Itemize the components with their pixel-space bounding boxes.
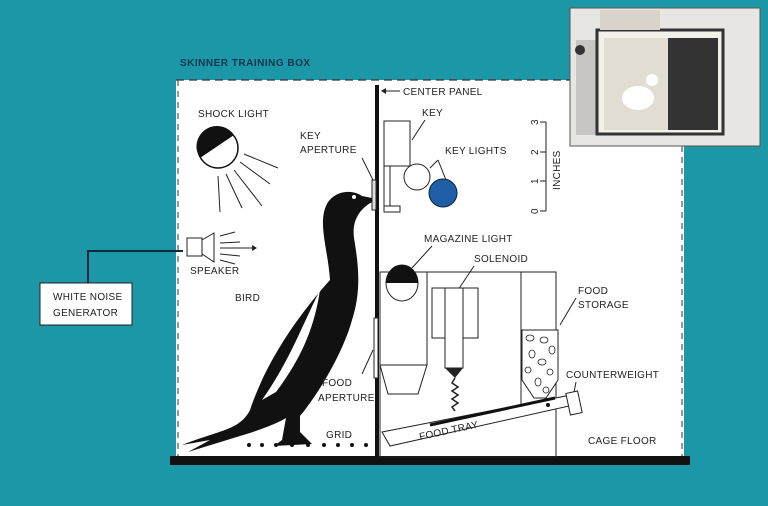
counterweight-label: COUNTERWEIGHT [566,370,659,381]
bird-label: BIRD [235,293,260,304]
food-aperture-label-2: APERTURE [318,393,375,404]
scale-tick: 2 [530,149,541,155]
scale-tick: 0 [530,208,541,214]
grid-label: GRID [326,430,352,441]
key-aperture-label-1: KEY [300,131,321,142]
food-tray: FOOD TRAY [381,390,583,447]
white-noise-label-1: WHITE NOISE [53,292,122,303]
diagram-title: SKINNER TRAINING BOX [180,58,311,69]
cage-floor-label: CAGE FLOOR [588,436,657,447]
inches-label: INCHES [552,150,563,190]
speaker-icon [186,231,257,265]
white-noise-generator-box [39,282,133,326]
key-aperture-label-2: APERTURE [300,145,357,156]
food-hopper [379,364,428,395]
food-storage-label-2: STORAGE [578,300,629,311]
key [383,120,411,167]
speaker-label: SPEAKER [190,266,239,277]
key-lights-label: KEY LIGHTS [445,146,507,157]
inch-scale: 0 1 2 3 INCHES [530,119,563,214]
bird-silhouette [182,191,372,452]
key-label: KEY [422,108,443,119]
cage-floor-base [170,456,690,465]
center-panel-label: CENTER PANEL [403,87,483,98]
white-noise-label-2: GENERATOR [53,308,118,319]
food-storage-label-1: FOOD [578,286,608,297]
pigeon-chamber-photo [569,7,761,147]
center-panel [375,85,379,457]
scale-tick: 3 [530,119,541,125]
food-aperture-label-1: FOOD [322,378,352,389]
grid-bars [247,443,368,447]
shock-light-icon [196,125,279,213]
solenoid-label: SOLENOID [474,254,528,265]
key-light-blue [428,178,458,208]
scale-tick: 1 [530,178,541,184]
magazine-light-icon [385,264,419,302]
food-storage [521,329,559,399]
key-light-white [403,163,431,191]
shock-light-label: SHOCK LIGHT [198,109,269,120]
magazine-light-label: MAGAZINE LIGHT [424,234,513,245]
